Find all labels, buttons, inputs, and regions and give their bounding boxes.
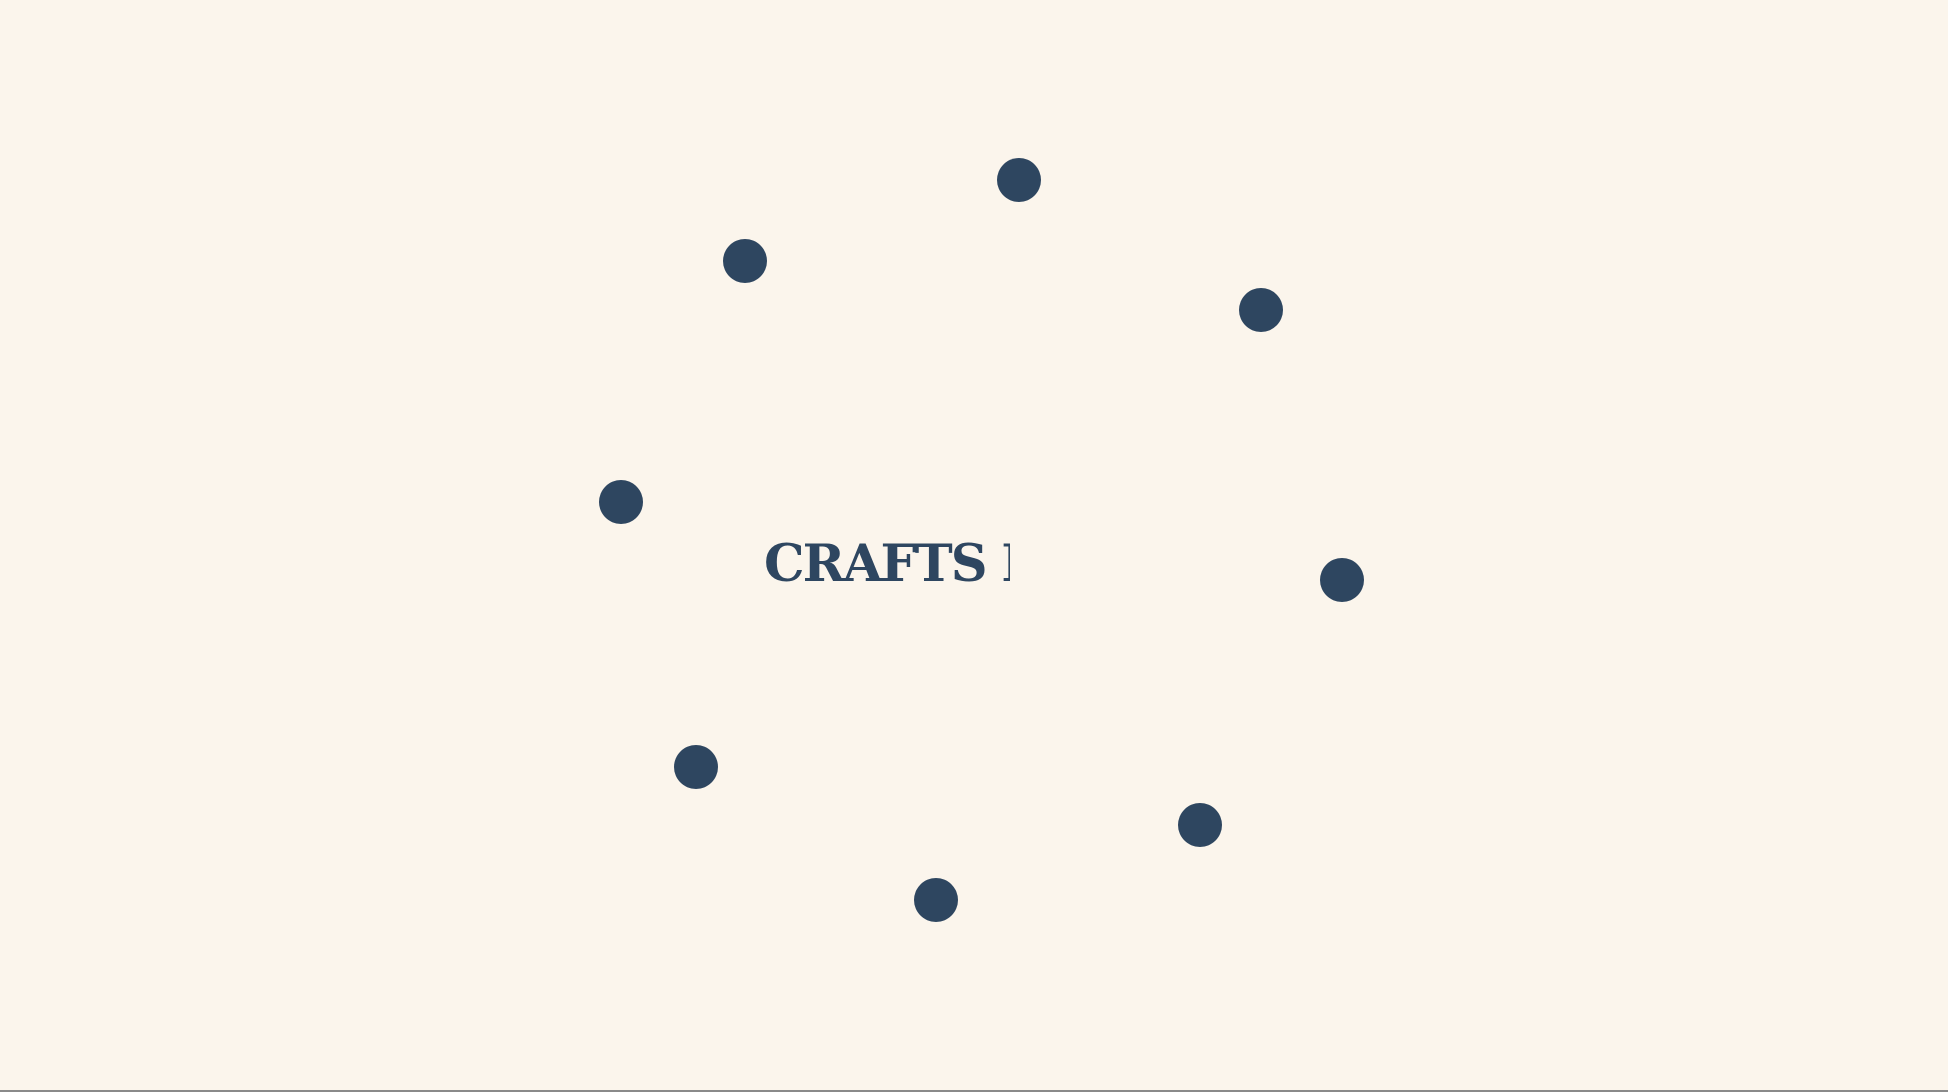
spinner-dot <box>723 239 767 283</box>
bottom-divider <box>0 1090 1948 1092</box>
loading-title: CRAFTS E <box>764 534 1010 594</box>
spinner-dot <box>1320 558 1364 602</box>
spinner-dot <box>1178 803 1222 847</box>
spinner-dot <box>914 878 958 922</box>
spinner-dot <box>599 480 643 524</box>
spinner-dot <box>997 158 1041 202</box>
spinner-dot <box>674 745 718 789</box>
spinner-dot <box>1239 288 1283 332</box>
